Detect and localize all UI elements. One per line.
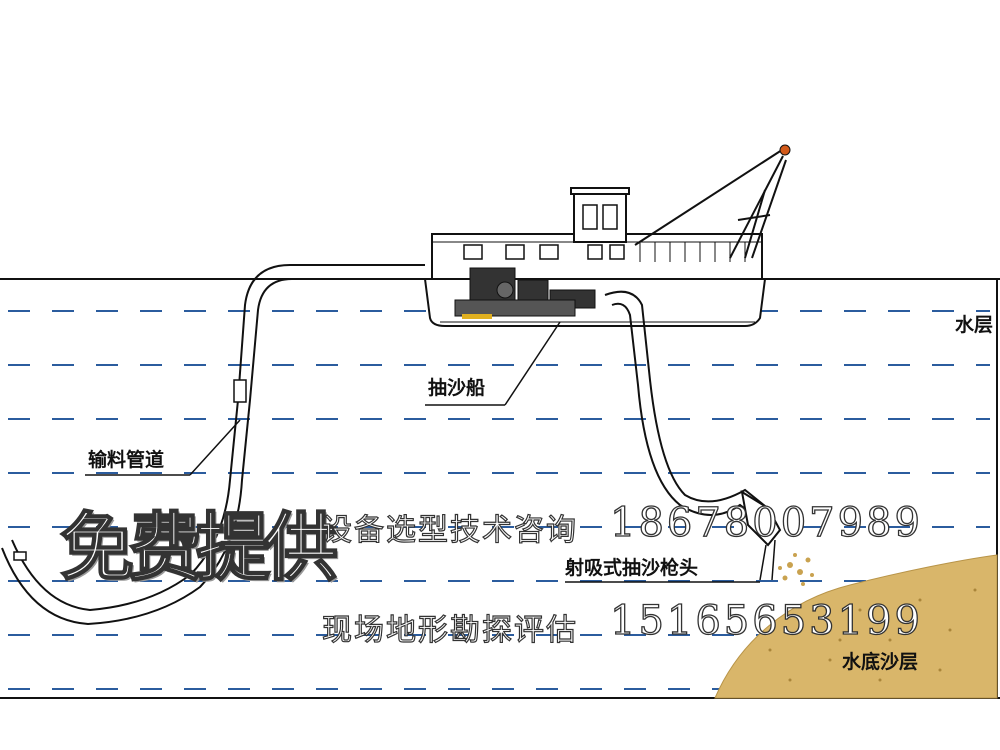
dredger-deck — [431, 187, 763, 280]
promo-line2-text: 现场地形勘探评估 — [321, 612, 578, 648]
promo-headline: 免费提供 — [59, 504, 339, 592]
dredger-crane — [634, 147, 787, 259]
sand-specks — [768, 588, 977, 682]
suction-nozzle — [740, 489, 782, 581]
pipeline-joints — [13, 379, 247, 561]
deck-railing — [639, 242, 746, 262]
label-sand-layer: 水底沙层 — [842, 651, 919, 673]
suction-pipe — [604, 290, 771, 521]
leader-lines — [85, 321, 760, 583]
label-water-layer: 水层 — [955, 314, 994, 336]
label-nozzle: 射吸式抽沙枪头 — [565, 557, 699, 579]
label-dredger: 抽沙船 — [428, 377, 486, 399]
crane-pulley — [779, 144, 791, 156]
sand-plume — [778, 553, 814, 586]
promo-line2-phone: 15165653199 — [609, 597, 923, 644]
label-pipeline: 输料管道 — [88, 449, 165, 471]
sand-layer — [714, 554, 998, 699]
machinery-highlight — [462, 314, 492, 319]
discharge-pipeline — [1, 264, 425, 626]
engine-machinery — [454, 267, 596, 317]
cabin-windows — [463, 204, 625, 260]
promo-line1-text: 设备选型技术咨询 — [321, 512, 578, 548]
promo-line1-phone: 18678007989 — [609, 499, 923, 546]
